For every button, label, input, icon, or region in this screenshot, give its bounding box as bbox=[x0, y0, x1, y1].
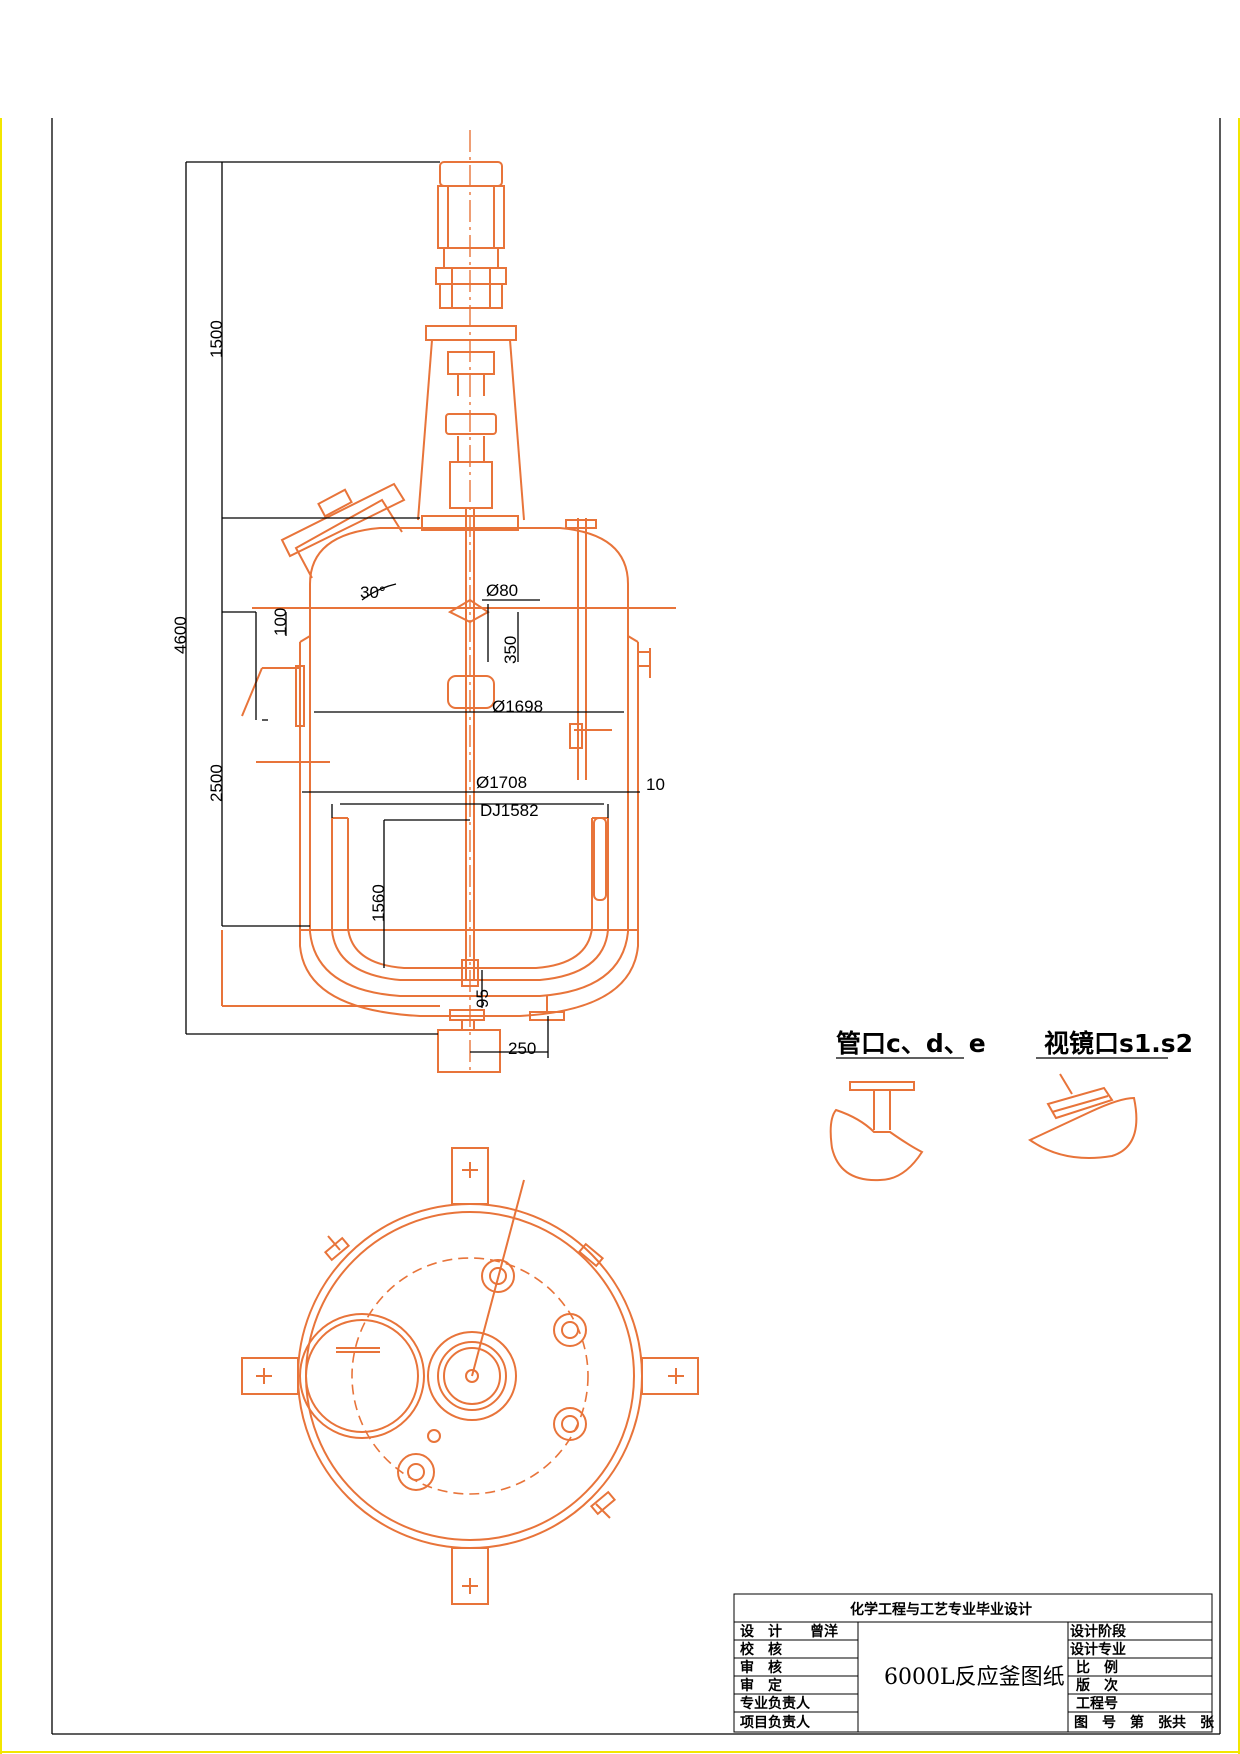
heating-coil bbox=[331, 817, 609, 981]
detail-label-nozzle: 管口c、d、e bbox=[836, 1029, 986, 1058]
dim-d1698: Ø1698 bbox=[492, 697, 543, 716]
tb-revision: 版 次 bbox=[1076, 1677, 1118, 1694]
tb-design-stage: 设计阶段 bbox=[1070, 1623, 1126, 1640]
bottom-outlet bbox=[437, 996, 565, 1073]
plan-lug-bottom bbox=[451, 1547, 489, 1605]
plan-view bbox=[241, 1147, 699, 1605]
dim-10: 10 bbox=[646, 775, 665, 794]
dim-d80: Ø80 bbox=[486, 581, 518, 600]
tb-sheet-no: 图 号 第 张共 张 bbox=[1074, 1714, 1215, 1731]
tb-row-project-lead: 项目负责人 bbox=[740, 1714, 811, 1731]
tb-project-no: 工程号 bbox=[1076, 1696, 1118, 1712]
dim-d1708: Ø1708 bbox=[476, 773, 527, 792]
plan-lug-right bbox=[641, 1357, 699, 1395]
tb-designer-name: 曾洋 bbox=[810, 1623, 838, 1640]
drawing-frame bbox=[51, 118, 1221, 1735]
plan-nozzle-3 bbox=[553, 1407, 587, 1441]
tb-design-discipline: 设计专业 bbox=[1070, 1641, 1126, 1658]
plan-manhole bbox=[299, 1313, 425, 1439]
plan-vessel-outer bbox=[297, 1203, 643, 1549]
tb-row-approve: 审 定 bbox=[740, 1677, 782, 1694]
motor bbox=[437, 161, 505, 249]
dim-250: 250 bbox=[508, 1039, 536, 1058]
plan-sight-marker-1 bbox=[323, 1235, 351, 1262]
side-nozzle-right bbox=[637, 648, 651, 678]
plan-sight-marker-2 bbox=[589, 1490, 617, 1519]
nozzle-detail bbox=[829, 1081, 924, 1182]
dim-95: 95 bbox=[473, 989, 492, 1008]
motor-bracket bbox=[417, 325, 525, 531]
dim-4600: 4600 bbox=[171, 616, 190, 654]
vessel-bottom-head bbox=[309, 931, 629, 997]
front-elevation-view bbox=[221, 130, 676, 1073]
detail-label-sightglass: 视镜口s1.s2 bbox=[1044, 1029, 1193, 1058]
dimension-lines bbox=[185, 161, 640, 1058]
dim-2500: 2500 bbox=[207, 764, 226, 802]
dim-100: 100 bbox=[271, 608, 290, 636]
plan-lug-left bbox=[241, 1357, 299, 1395]
tb-row-design: 设 计 bbox=[740, 1623, 782, 1640]
vessel-top-head bbox=[309, 527, 629, 600]
plan-lug-top bbox=[451, 1147, 489, 1205]
plan-nozzle-1 bbox=[481, 1259, 515, 1293]
dim-1560: 1560 bbox=[369, 884, 388, 922]
dim-350: 350 bbox=[501, 636, 520, 664]
plan-bolt-circle bbox=[351, 1257, 589, 1495]
plan-agitator-flange bbox=[427, 1331, 517, 1421]
side-nozzle-left bbox=[241, 665, 305, 727]
tb-scale: 比 例 bbox=[1076, 1659, 1118, 1676]
tb-row-discipline-lead: 专业负责人 bbox=[740, 1695, 811, 1712]
thermowell bbox=[565, 518, 612, 780]
dim-dj1582: DJ1582 bbox=[480, 801, 539, 820]
impeller-blade bbox=[447, 675, 495, 709]
title-block-header: 化学工程与工艺专业毕业设计 bbox=[850, 1601, 1032, 1618]
shaft-bottom-bearing bbox=[461, 959, 479, 987]
tb-row-check: 校 核 bbox=[740, 1641, 782, 1658]
manhole-nozzle bbox=[280, 482, 406, 579]
plan-nozzle-2 bbox=[553, 1313, 587, 1347]
impeller-hub bbox=[447, 598, 490, 624]
plan-nozzle-4 bbox=[397, 1453, 435, 1491]
dim-1500: 1500 bbox=[207, 320, 226, 358]
dim-30deg: 30° bbox=[360, 583, 386, 602]
title-block: 化学工程与工艺专业毕业设计 6000L反应釜图纸 设 计 曾洋 校 核 审 核 … bbox=[733, 1593, 1215, 1733]
drawing-title: 6000L反应釜图纸 bbox=[884, 1665, 1065, 1690]
heating-jacket bbox=[299, 790, 639, 1017]
tb-row-review: 审 核 bbox=[740, 1659, 782, 1676]
reducer bbox=[435, 247, 507, 309]
sightglass-detail bbox=[1028, 1073, 1138, 1159]
